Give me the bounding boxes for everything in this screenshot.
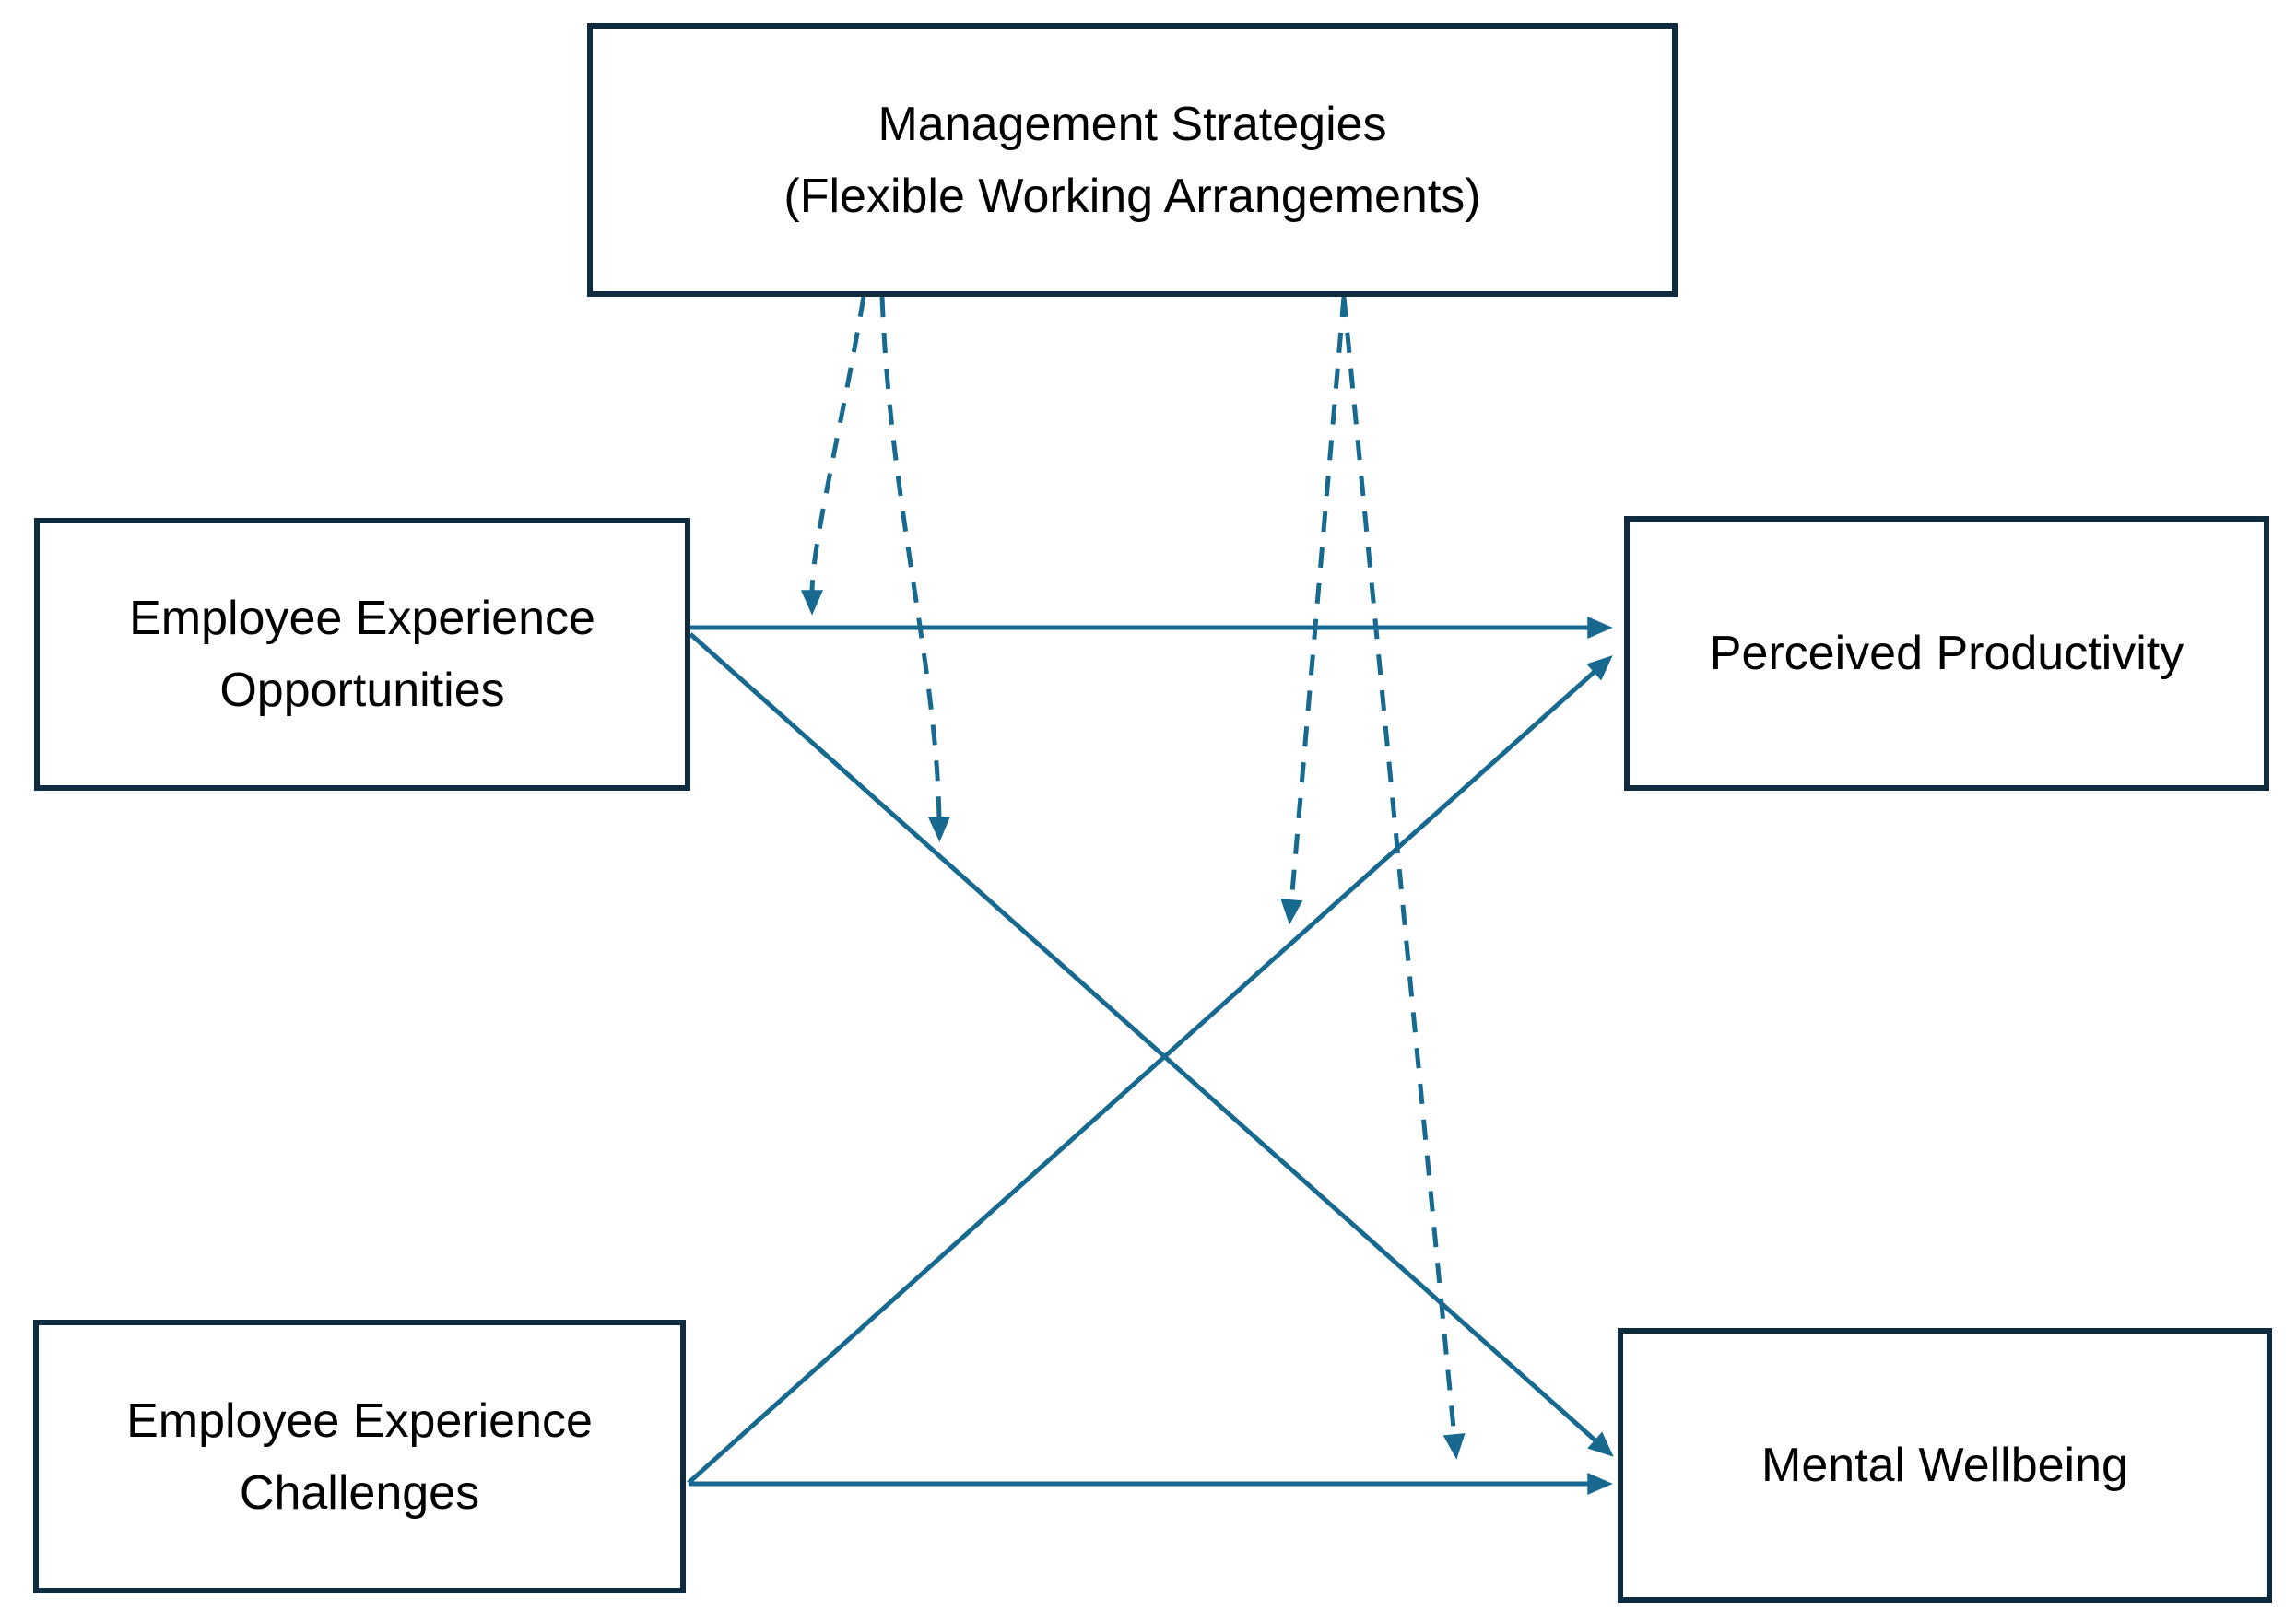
dashed-arrow-management-to-challenges-wellbeing-path — [1341, 296, 1466, 1460]
dashed-arrow-management-to-opportunities-wellbeing-path — [879, 296, 950, 842]
node-perceived-productivity: Perceived Productivity — [1624, 516, 2269, 791]
arrow-opportunities-to-wellbeing — [689, 632, 1614, 1457]
node-employee-experience-challenges-line1: Employee Experience — [126, 1393, 593, 1448]
dashed-arrow-management-to-challenges-productivity-path — [1280, 296, 1347, 925]
node-mental-wellbeing-label: Mental Wellbeing — [1761, 1439, 2128, 1492]
node-employee-experience-opportunities-line2: Opportunities — [219, 664, 505, 717]
node-perceived-productivity-label: Perceived Productivity — [1709, 627, 2184, 680]
dashed-arrow-management-to-opportunities-productivity-path — [801, 296, 866, 616]
node-employee-experience-challenges-line2: Challenges — [239, 1465, 480, 1520]
node-management-strategies-line1: Management Strategies — [877, 97, 1387, 151]
node-employee-experience-opportunities: Employee Experience Opportunities — [34, 518, 690, 791]
node-mental-wellbeing: Mental Wellbeing — [1618, 1328, 2272, 1603]
node-employee-experience-challenges: Employee Experience Challenges — [33, 1320, 686, 1593]
node-employee-experience-opportunities-line1: Employee Experience — [129, 592, 595, 645]
node-management-strategies: Management Strategies (Flexible Working … — [587, 23, 1678, 297]
arrow-challenges-to-productivity — [687, 655, 1613, 1485]
node-management-strategies-line2: (Flexible Working Arrangements) — [783, 169, 1481, 223]
